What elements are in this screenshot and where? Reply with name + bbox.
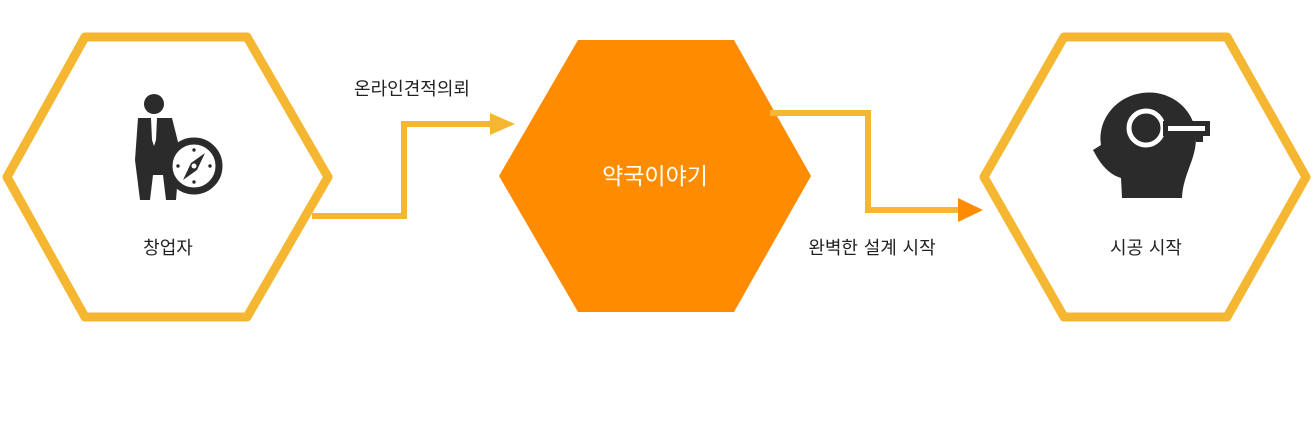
head-key-icon bbox=[1093, 92, 1210, 198]
right-node-label: 시공 시작 bbox=[1110, 238, 1182, 259]
right-hexagon bbox=[979, 32, 1311, 322]
businessman-compass-icon bbox=[135, 94, 223, 200]
edge-label-left-to-center: 온라인견적의뢰 bbox=[354, 79, 470, 100]
center-node-label: 약국이야기 bbox=[602, 164, 708, 190]
edge-label-center-to-right: 완벽한 설계 시작 bbox=[808, 238, 935, 259]
arrow-left-to-center bbox=[312, 113, 515, 219]
left-node-label: 창업자 bbox=[143, 238, 193, 259]
arrow-center-to-right bbox=[770, 110, 983, 222]
left-hexagon bbox=[2, 32, 333, 322]
center-hexagon bbox=[499, 40, 811, 312]
